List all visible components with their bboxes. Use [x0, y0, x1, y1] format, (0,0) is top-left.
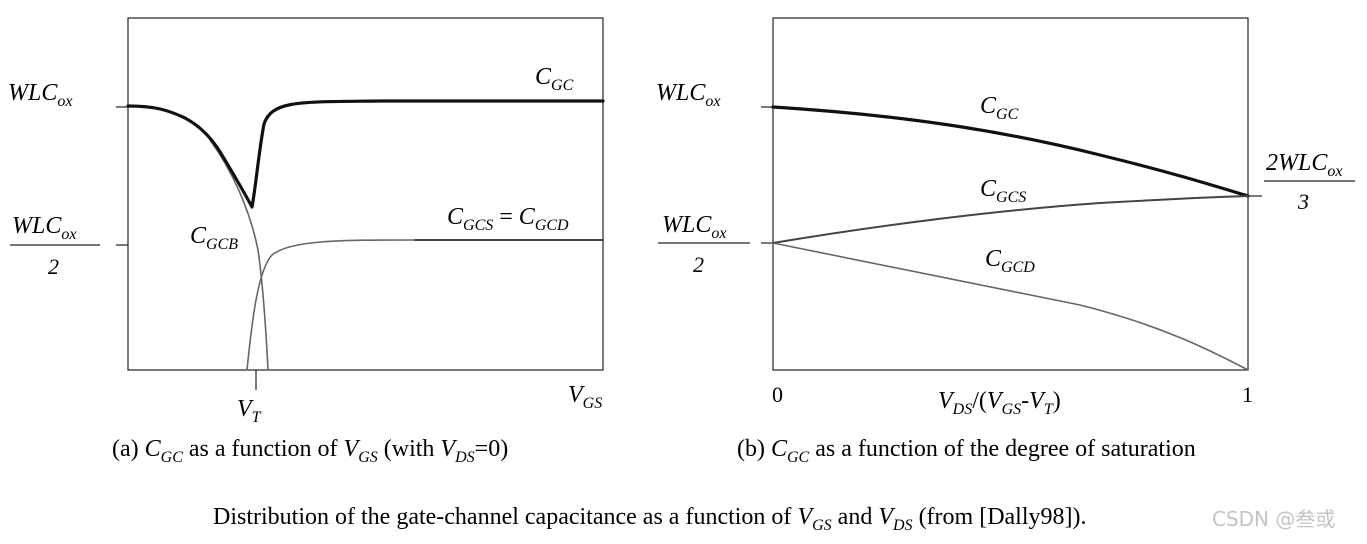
- panel-b-label-wlcox: WLCox: [656, 80, 720, 110]
- panel-a-label-vgs: VGS: [568, 382, 602, 412]
- svg-text:WLCox: WLCox: [12, 213, 76, 243]
- panel-b-label-cgcd: CGCD: [985, 246, 1035, 276]
- panel-b-xlabel: VDS/(VGS-VT): [938, 388, 1061, 418]
- panel-a-cgcb-curve: [209, 139, 269, 371]
- panel-b-cgcs-curve: [772, 195, 1249, 244]
- panel-a-caption: (a) CGC as a function of VGS (with VDS=0…: [112, 436, 508, 466]
- panel-b-caption: (b) CGC as a function of the degree of s…: [737, 436, 1196, 466]
- panel-b-cgc-curve: [771, 105, 1250, 198]
- figure-caption: Distribution of the gate-channel capacit…: [213, 504, 1087, 534]
- panel-b-cgcd-curve: [772, 242, 1249, 371]
- svg-text:3: 3: [1297, 189, 1309, 214]
- panel-a-frame: [127, 17, 604, 371]
- panel-b-tick-label-0: 0: [772, 382, 783, 407]
- panel-a-label-cgc: CGC: [535, 64, 574, 94]
- panel-b-label-two-thirds: 2WLCox 3: [1264, 150, 1355, 214]
- panel-b-label-cgc: CGC: [980, 93, 1019, 123]
- panel-a-label-cgcb: CGCB: [190, 223, 238, 253]
- panel-b-frame: [772, 17, 1249, 371]
- svg-text:WLCox: WLCox: [662, 212, 726, 242]
- panel-a: WLCox WLCox 2 CGC CGCS = CGCD CGCB VT VG…: [8, 17, 605, 466]
- panel-b-tick-label-1: 1: [1242, 382, 1253, 407]
- svg-text:2: 2: [48, 254, 59, 279]
- panel-a-label-wlcox: WLCox: [8, 80, 72, 110]
- svg-text:2WLCox: 2WLCox: [1266, 150, 1342, 180]
- panel-a-label-half: WLCox 2: [10, 213, 100, 279]
- panel-b: WLCox WLCox 2 2WLCox 3 CGC CGCS CGCD 0 1…: [656, 17, 1355, 466]
- panel-a-cgc-curve: [126, 99, 605, 209]
- panel-b-label-half: WLCox 2: [658, 212, 750, 277]
- watermark: CSDN @叁或: [1212, 507, 1335, 531]
- panel-a-cgcs-curve: [246, 239, 416, 371]
- panel-a-label-vt: VT: [237, 396, 262, 426]
- panel-a-label-cgcs-cgcd: CGCS = CGCD: [447, 204, 569, 234]
- svg-text:2: 2: [693, 252, 704, 277]
- panel-b-label-cgcs: CGCS: [980, 176, 1026, 206]
